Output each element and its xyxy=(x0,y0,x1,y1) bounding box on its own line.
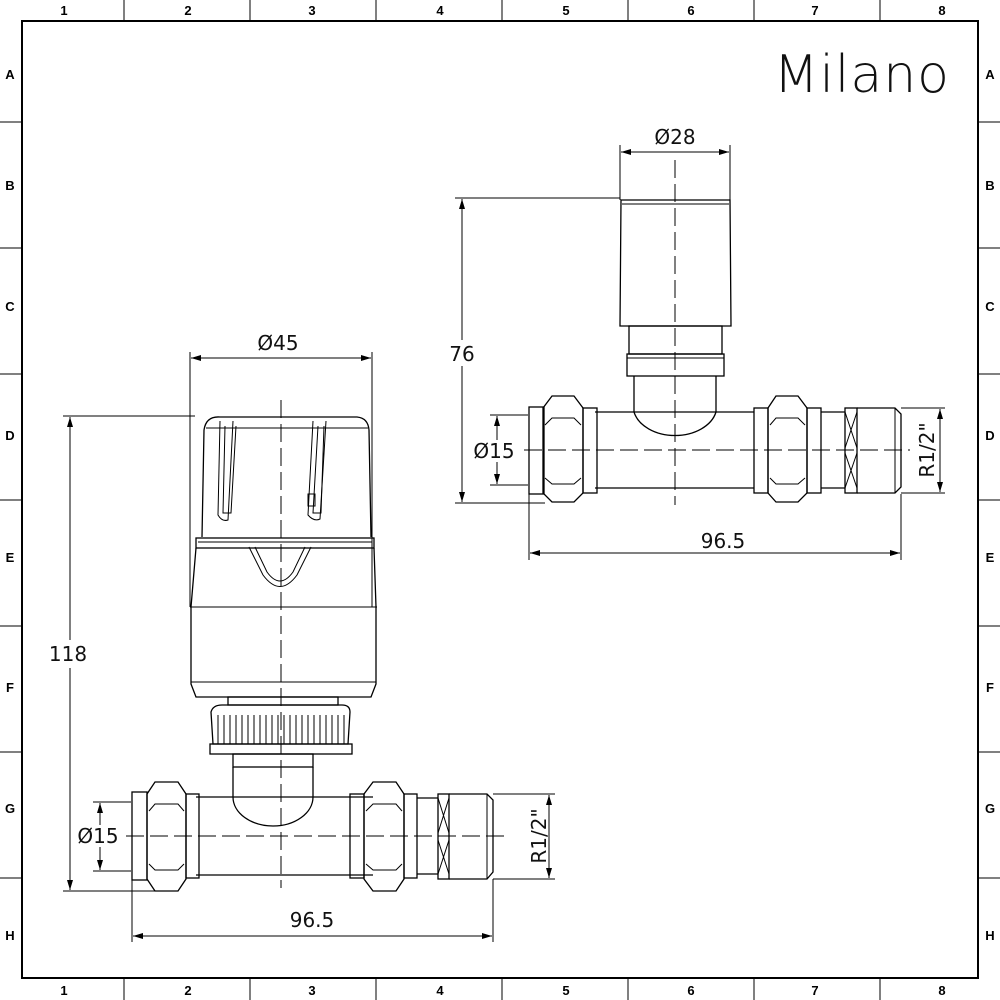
row-labels-right: A B C D E F G H xyxy=(985,67,995,943)
dim-pipe-diameter: Ø15 xyxy=(473,439,514,463)
svg-text:C: C xyxy=(5,299,15,314)
svg-text:B: B xyxy=(5,178,14,193)
svg-text:1: 1 xyxy=(60,983,67,998)
svg-text:3: 3 xyxy=(308,983,315,998)
dim-height-118: 118 xyxy=(49,642,87,666)
svg-text:E: E xyxy=(986,550,995,565)
svg-text:6: 6 xyxy=(687,983,694,998)
dim-length-left: 96.5 xyxy=(290,908,335,932)
svg-text:2: 2 xyxy=(184,983,191,998)
svg-text:6: 6 xyxy=(687,3,694,18)
row-grid-ticks xyxy=(0,121,1000,879)
svg-text:7: 7 xyxy=(811,983,818,998)
svg-text:2: 2 xyxy=(184,3,191,18)
dim-thread: R1/2" xyxy=(915,422,939,477)
svg-text:G: G xyxy=(985,801,995,816)
svg-text:E: E xyxy=(6,550,15,565)
svg-text:D: D xyxy=(985,428,994,443)
column-labels-top: 1 2 3 4 5 6 7 8 xyxy=(60,3,945,18)
row-labels-left: A B C D E F G H xyxy=(5,67,15,943)
left-valve-view: Ø45 118 Ø15 96.5 R1/2" xyxy=(44,331,555,942)
dim-head-diameter: Ø45 xyxy=(257,331,298,355)
svg-text:D: D xyxy=(5,428,14,443)
dim-cap-diameter: Ø28 xyxy=(654,125,695,149)
svg-text:1: 1 xyxy=(60,3,67,18)
dim-thread-left: R1/2" xyxy=(527,808,551,863)
right-valve-view: Ø28 76 Ø15 96.5 R1/2" xyxy=(446,125,945,560)
svg-text:5: 5 xyxy=(562,983,569,998)
svg-text:B: B xyxy=(985,178,994,193)
svg-text:H: H xyxy=(985,928,994,943)
svg-text:8: 8 xyxy=(938,983,945,998)
dim-length: 96.5 xyxy=(701,529,746,553)
svg-text:4: 4 xyxy=(436,3,444,18)
svg-text:F: F xyxy=(6,680,14,695)
brand-logo: Milano xyxy=(774,45,950,105)
dim-pipe-diameter-left: Ø15 xyxy=(77,824,118,848)
svg-text:A: A xyxy=(5,67,15,82)
column-labels-bottom: 1 2 3 4 5 6 7 8 xyxy=(60,983,945,998)
svg-text:G: G xyxy=(5,801,15,816)
svg-text:3: 3 xyxy=(308,3,315,18)
svg-text:A: A xyxy=(985,67,995,82)
svg-text:5: 5 xyxy=(562,3,569,18)
svg-text:8: 8 xyxy=(938,3,945,18)
svg-text:4: 4 xyxy=(436,983,444,998)
svg-text:F: F xyxy=(986,680,994,695)
column-grid-ticks xyxy=(123,0,881,1000)
svg-text:7: 7 xyxy=(811,3,818,18)
dim-height-76: 76 xyxy=(449,342,474,366)
svg-text:C: C xyxy=(985,299,995,314)
svg-text:H: H xyxy=(5,928,14,943)
drawing-frame xyxy=(21,20,979,979)
